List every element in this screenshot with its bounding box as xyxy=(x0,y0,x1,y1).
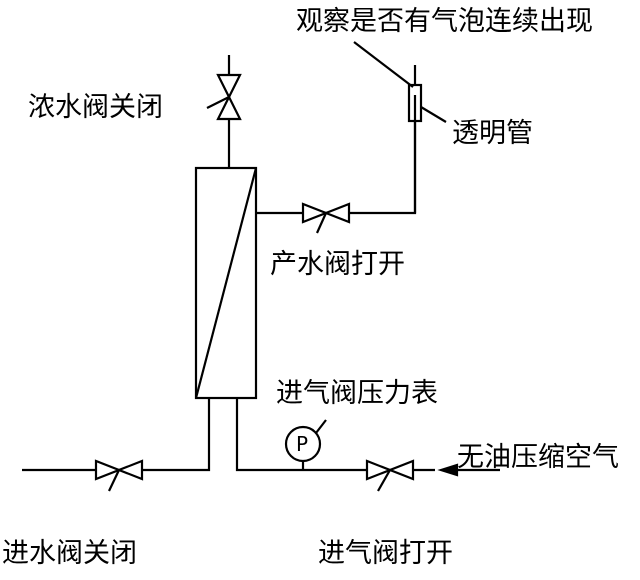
product-pipe xyxy=(256,95,417,215)
tube-leader xyxy=(420,106,447,123)
concentrate-valve-label: 浓水阀关闭 xyxy=(28,92,163,123)
inlet-air-valve-leader xyxy=(377,469,391,492)
gauge-label: 进气阀压力表 xyxy=(276,378,438,409)
product-valve-leader xyxy=(315,212,328,234)
inlet-air-valve-label: 进气阀打开 xyxy=(318,538,453,569)
pressure-gauge-icon xyxy=(284,425,322,463)
membrane-module xyxy=(194,166,258,400)
inlet-water-valve-label: 进水阀关闭 xyxy=(2,538,137,569)
product-valve-label: 产水阀打开 xyxy=(270,249,405,280)
transparent-tube-label: 透明管 xyxy=(452,118,533,149)
air-arrow-icon xyxy=(437,463,459,477)
gauge-letter: P xyxy=(296,432,309,456)
observe-leader xyxy=(353,41,414,88)
membrane-diagonal xyxy=(194,167,258,399)
concentrate-valve-leader xyxy=(206,96,230,109)
air-supply-label: 无油压缩空气 xyxy=(457,442,619,473)
gauge-leader xyxy=(315,419,327,434)
observe-label: 观察是否有气泡连续出现 xyxy=(296,6,593,37)
inlet-water-valve-leader xyxy=(108,469,120,492)
inlet-water-pipe xyxy=(22,398,211,472)
